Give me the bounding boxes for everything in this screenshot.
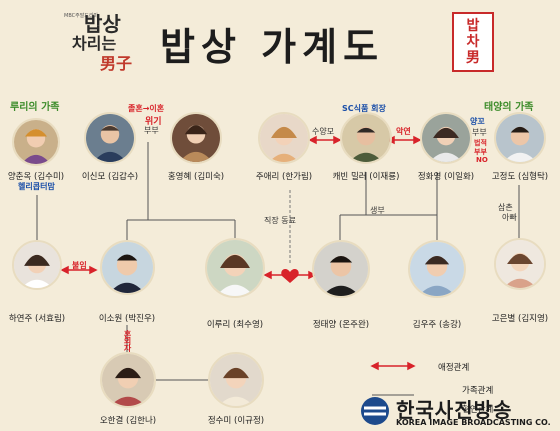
name-jeong-sumi: 정수미 (이규정)	[207, 416, 265, 426]
relation-infidelity: 불임	[72, 261, 87, 270]
photo-lee-ruri	[205, 238, 265, 298]
photo-ju-aeri	[258, 112, 310, 164]
show-logo-line2: 차리는	[72, 34, 117, 53]
relation-couple-2: 부부	[472, 128, 487, 137]
name-ju-aeri: 주애리 (한가림)	[255, 172, 313, 182]
relation-no: NO	[476, 156, 488, 164]
show-logo: MBC주말드라마 밥상 차리는 男子	[64, 8, 144, 73]
photo-go-eunbyeol	[494, 238, 546, 290]
name-hong: 홍영혜 (김미숙)	[167, 172, 225, 182]
yang-tag: 헬리콥터맘	[18, 182, 55, 191]
relation-crisis: 위기	[145, 117, 162, 127]
photo-kim-uju	[408, 240, 466, 298]
name-lee-ruri: 이루리 (최수영)	[206, 320, 264, 330]
relation-couple: 부부	[144, 126, 159, 135]
company-emblem-icon	[361, 397, 389, 425]
taeyang-family-label: 태양의 가족	[484, 102, 534, 113]
photo-oh-hangyeol	[100, 352, 156, 408]
seal-char-3: 男	[466, 50, 480, 66]
relation-coworker: 직장 동료	[264, 216, 296, 225]
legend-family: 가족관계	[462, 386, 494, 396]
photo-kevin	[340, 112, 392, 164]
name-ha-yeonju: 하연주 (서효림)	[8, 314, 66, 324]
name-go-jeongdo: 고정도 (심형탁)	[491, 172, 549, 182]
photo-lee-sowon	[100, 240, 155, 295]
relation-suyangmo: 수양모	[312, 127, 335, 136]
company-english: KOREA IMAGE BROADCASTING CO.	[396, 418, 551, 427]
name-jeong-hwa: 정화영 (이일화)	[417, 172, 475, 182]
relation-uncle: 삼촌	[498, 203, 513, 212]
relation-father: 아빠	[502, 213, 517, 222]
photo-jeong-hwa	[420, 112, 472, 164]
photo-jeong-taeyang	[312, 240, 370, 298]
company-name: 한국사진방송	[396, 398, 513, 422]
photo-jeong-sumi	[208, 352, 264, 408]
relation-legal: 법적	[474, 139, 487, 147]
show-logo-small: MBC주말드라마	[64, 13, 99, 19]
legend-blood: 혈연관계	[462, 405, 494, 415]
photo-ha-yeonju	[12, 240, 62, 290]
seal-char-2: 차	[466, 34, 480, 50]
relation-birth-father: 생부	[370, 206, 385, 215]
relation-legal-couple: 부부	[474, 148, 487, 156]
name-lee-sowon: 이소원 (박진우)	[98, 314, 156, 324]
relation-enemy: 악연	[396, 127, 411, 136]
photo-yang	[12, 118, 60, 166]
company-logo: 한국사진방송 KOREA IMAGE BROADCASTING CO.	[360, 392, 560, 431]
legend-love: 애정관계	[438, 363, 470, 373]
relation-fake: 양꼬	[470, 117, 485, 126]
photo-hong	[170, 112, 222, 164]
name-lee-sinmo: 이신모 (김갑수)	[81, 172, 139, 182]
name-kevin: 캐빈 밀러 (이재룡)	[332, 172, 400, 182]
photo-go-jeongdo	[494, 112, 546, 164]
name-yang: 양춘옥 (김수미)	[7, 172, 65, 182]
name-oh-hangyeol: 오한결 (김한나)	[99, 416, 157, 426]
name-go-eunbyeol: 고은별 (김지영)	[491, 314, 549, 324]
name-kim-uju: 김우주 (송강)	[412, 320, 462, 330]
relation-marriage-divorce: 졸혼→이혼	[128, 104, 165, 113]
seal-char-1: 밥	[466, 18, 480, 34]
sc-chairman-label: SC식품 회장	[342, 104, 386, 113]
seal-logo: 밥 차 男	[452, 12, 494, 72]
show-logo-line1: 밥상	[84, 12, 121, 36]
relation-premarital: 혼외자	[123, 330, 132, 351]
show-logo-line3: 男子	[100, 54, 133, 73]
photo-lee-sinmo	[84, 112, 136, 164]
name-jeong-taeyang: 정태양 (온주완)	[312, 320, 370, 330]
page-title: 밥상 가계도	[160, 24, 385, 69]
ruri-family-label: 루리의 가족	[10, 102, 60, 113]
